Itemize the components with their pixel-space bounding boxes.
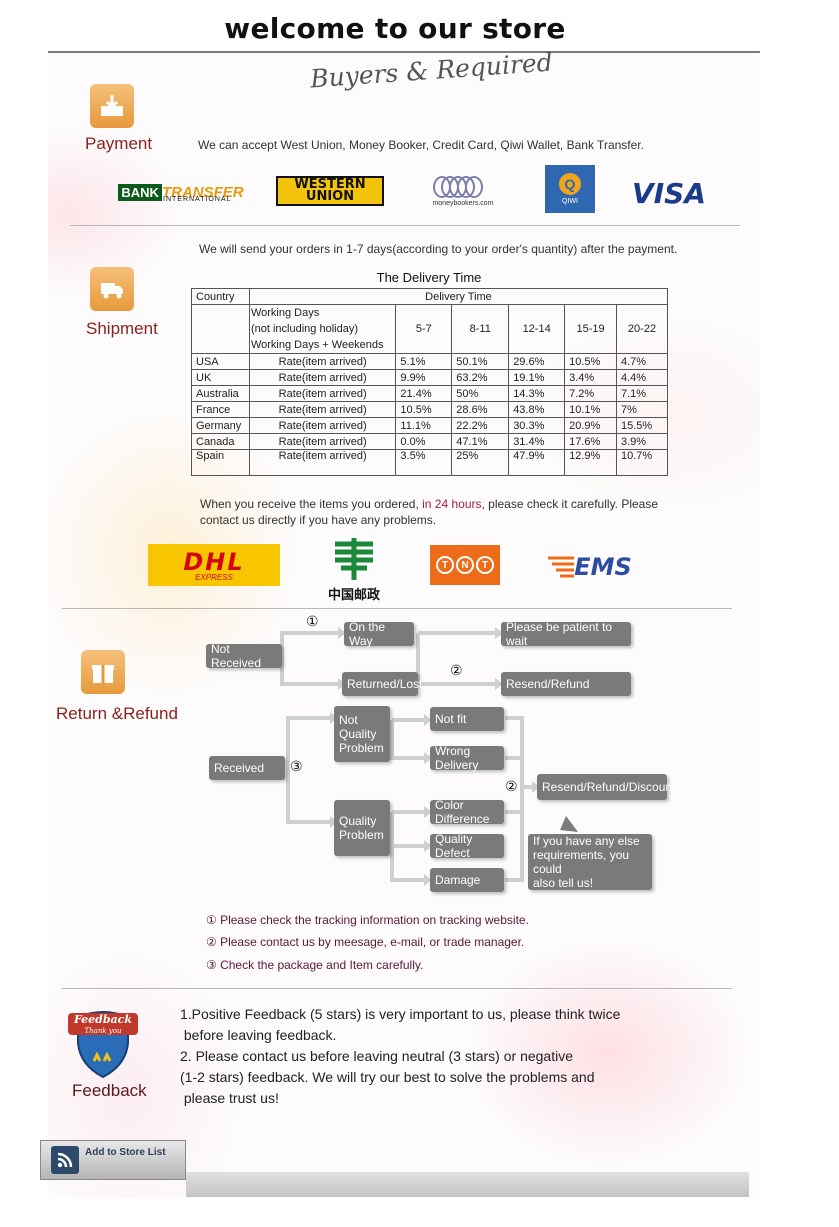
visa-logo: VISA bbox=[632, 176, 706, 210]
western-logo-word: WESTERN bbox=[294, 177, 366, 192]
feedback-label: Feedback bbox=[72, 1081, 147, 1100]
qiwi-q-icon: Q bbox=[559, 173, 581, 195]
working-days-cell: Working Days (not including holiday) Wor… bbox=[248, 304, 397, 354]
ems-logo-word: EMS bbox=[574, 553, 632, 581]
range-cell: 20-22 bbox=[616, 304, 668, 354]
ems-wing-icon bbox=[548, 556, 575, 578]
ems-logo: EMS bbox=[542, 550, 638, 584]
range-cell: 15-19 bbox=[564, 304, 617, 354]
resend-refund-box: Resend/Refund bbox=[501, 672, 631, 696]
shipment-truck-icon bbox=[90, 267, 134, 311]
damage-box: Damage bbox=[430, 868, 504, 892]
resend-refund-discount-box: Resend/Refund/Discount bbox=[537, 774, 675, 800]
western-union-logo: WESTERN UNION bbox=[276, 176, 384, 206]
range-cell: 5-7 bbox=[395, 304, 453, 354]
not-received-box: Not Received bbox=[206, 642, 282, 670]
quality-defect-box: Quality Defect bbox=[430, 832, 504, 860]
country-header: Country bbox=[191, 288, 250, 305]
contact-us-text: contact us directly if you have any prob… bbox=[200, 513, 437, 527]
payment-label: Payment bbox=[85, 134, 153, 153]
payment-text: We can accept West Union, Money Booker, … bbox=[198, 138, 644, 152]
china-post-logo: 中国邮政 bbox=[316, 535, 392, 605]
color-difference-box: Color Difference bbox=[430, 798, 504, 826]
check-carefully-text: When you receive the items you ordered, … bbox=[200, 497, 659, 511]
delivery-time-table: Country Delivery Time Working Days (not … bbox=[191, 288, 669, 476]
tnt-logo: T N T bbox=[430, 545, 500, 585]
not-quality-problem-box: Not Quality Problem bbox=[334, 706, 390, 762]
within-24-hours: in 24 hours bbox=[422, 497, 482, 511]
union-logo-word: UNION bbox=[305, 189, 355, 204]
returned-lost-box: Returned/Lost bbox=[342, 672, 422, 696]
international-logo-word: INTERNATIONAL bbox=[163, 196, 232, 203]
bank-logo-word: BANK bbox=[118, 183, 162, 201]
return-refund-label: Return &Refund bbox=[56, 704, 178, 723]
note-check-package: ③ Check the package and Item carefully. bbox=[206, 958, 424, 972]
shipment-label: Shipment bbox=[86, 319, 158, 338]
qiwi-logo: Q QIWI bbox=[545, 165, 595, 213]
note-contact: ② Please contact us by meesage, e-mail, … bbox=[206, 935, 525, 949]
dhl-logo: DHL EXPRESS bbox=[148, 544, 280, 586]
china-post-text: 中国邮政 bbox=[327, 586, 380, 602]
shipment-divider bbox=[62, 608, 732, 609]
range-cell: 12-14 bbox=[508, 304, 566, 354]
china-post-emblem-icon bbox=[335, 537, 373, 580]
delivery-time-title: The Delivery Time bbox=[376, 270, 482, 285]
bank-transfer-logo: BANK TRANSFER INTERNATIONAL bbox=[118, 178, 244, 206]
badge-feedback-text: Feedback bbox=[73, 1013, 133, 1026]
table-range-row: Working Days (not including holiday) Wor… bbox=[191, 304, 668, 354]
step-2-marker-b: ② bbox=[505, 778, 518, 794]
quality-problem-box: Quality Problem bbox=[334, 800, 390, 856]
payment-divider bbox=[70, 225, 740, 226]
welcome-heading: welcome to our store bbox=[224, 12, 566, 45]
feedback-line-2: before leaving feedback. bbox=[180, 1027, 337, 1043]
wrong-delivery-box: Wrong Delivery bbox=[430, 744, 504, 772]
gift-icon bbox=[81, 650, 125, 694]
bottom-bar bbox=[186, 1172, 749, 1197]
moneybookers-rings-icon bbox=[433, 175, 483, 198]
add-to-store-list-label: Add to Store List bbox=[85, 1147, 166, 1158]
step-2-marker: ② bbox=[450, 662, 463, 678]
else-requirements-bubble: If you have any else requirements, you c… bbox=[528, 834, 652, 890]
feedback-line-4: (1-2 stars) feedback. We will try our be… bbox=[180, 1069, 595, 1085]
add-to-store-list-button[interactable]: Add to Store List bbox=[40, 1140, 186, 1180]
top-rule bbox=[48, 51, 760, 53]
delivery-time-header: Delivery Time bbox=[248, 288, 669, 305]
moneybookers-logo: moneybookers.com bbox=[423, 170, 503, 212]
moneybookers-logo-text: moneybookers.com bbox=[432, 199, 494, 207]
shipment-intro: We will send your orders in 1-7 days(acc… bbox=[199, 242, 678, 256]
dhl-logo-word: DHL bbox=[183, 548, 245, 576]
feedback-line-3: 2. Please contact us before leaving neut… bbox=[180, 1048, 573, 1064]
rss-icon bbox=[51, 1146, 79, 1174]
be-patient-box: Please be patient to wait bbox=[501, 620, 631, 648]
feedback-line-1: 1.Positive Feedback (5 stars) is very im… bbox=[180, 1006, 621, 1022]
on-the-way-box: On the Way bbox=[344, 620, 414, 648]
not-fit-box: Not fit bbox=[430, 707, 504, 731]
content-canvas bbox=[48, 53, 760, 1198]
dhl-express-word: EXPRESS bbox=[195, 573, 233, 582]
feedback-badge-icon: Feedback Thank you bbox=[68, 1003, 138, 1079]
received-box: Received bbox=[209, 756, 285, 780]
transfer-logo-word: TRANSFER bbox=[161, 183, 244, 201]
note-tracking: ① Please check the tracking information … bbox=[206, 913, 529, 927]
refund-divider bbox=[62, 988, 732, 989]
step-1-marker: ① bbox=[306, 613, 319, 629]
step-3-marker: ③ bbox=[290, 758, 303, 774]
qiwi-logo-text: QIWI bbox=[562, 198, 578, 205]
badge-thank-you-text: Thank you bbox=[84, 1027, 122, 1035]
table-header-row: Country Delivery Time bbox=[191, 288, 669, 305]
feedback-line-5: please trust us! bbox=[180, 1090, 279, 1106]
range-cell: 8-11 bbox=[451, 304, 510, 354]
payment-icon bbox=[90, 84, 134, 128]
